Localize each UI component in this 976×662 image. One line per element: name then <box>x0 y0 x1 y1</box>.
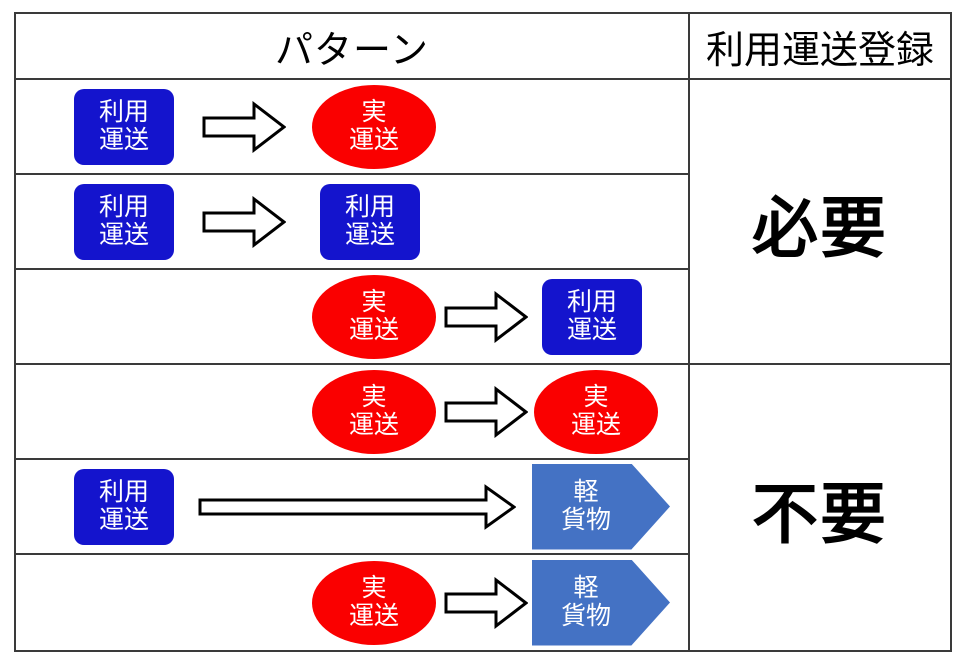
node-jitsu-unso: 実 運送 <box>312 369 436 454</box>
node-label-line2: 運送 <box>348 601 399 630</box>
node-label-line1: 実 <box>361 383 387 411</box>
node-label-line2: 運送 <box>570 410 621 439</box>
node-label-line2: 運送 <box>98 125 149 154</box>
node-label-line1: 利用 <box>98 98 149 126</box>
pattern-table: パターン 利用運送登録 必要 不要 利用 運送 実 運送 利用 運送 <box>14 12 952 652</box>
column-divider <box>688 14 690 650</box>
row-divider-3 <box>16 363 950 365</box>
node-riyo-unso: 利用 運送 <box>320 183 420 260</box>
pattern-row-2: 利用 運送 利用 運送 <box>16 175 688 268</box>
pattern-row-4: 実 運送 実 運送 <box>16 365 688 458</box>
node-jitsu-unso: 実 運送 <box>534 369 658 454</box>
header-pattern-label: パターン <box>274 29 430 72</box>
row-divider-5 <box>16 553 688 555</box>
block-arrow-icon <box>444 385 528 438</box>
block-arrow-icon <box>444 576 528 629</box>
node-label-line2: 運送 <box>98 220 149 249</box>
row-divider-1 <box>16 173 688 175</box>
pattern-row-1: 利用 運送 実 運送 <box>16 80 688 173</box>
node-label-line1: 利用 <box>566 288 617 316</box>
node-label-line1: 利用 <box>344 193 395 221</box>
pattern-row-5: 利用 運送 軽 貨物 <box>16 460 688 553</box>
node-jitsu-unso: 実 運送 <box>312 274 436 359</box>
node-label-line2: 貨物 <box>560 505 611 534</box>
node-label-line2: 運送 <box>566 315 617 344</box>
node-jitsu-unso: 実 運送 <box>312 560 436 645</box>
block-arrow-icon <box>202 195 286 248</box>
node-label-line2: 運送 <box>98 505 149 534</box>
node-label-line1: 軽 <box>573 574 599 602</box>
node-label-line1: 実 <box>361 288 387 316</box>
pattern-row-3: 実 運送 利用 運送 <box>16 270 688 363</box>
verdict-not-required: 不要 <box>752 476 888 551</box>
row-divider-header <box>16 78 950 80</box>
node-jitsu-unso: 実 運送 <box>312 84 436 169</box>
node-label-line1: 利用 <box>98 478 149 506</box>
node-label-line2: 運送 <box>348 410 399 439</box>
pattern-row-6: 実 運送 軽 貨物 <box>16 555 688 650</box>
node-riyo-unso: 利用 運送 <box>74 468 174 545</box>
node-riyo-unso: 利用 運送 <box>74 183 174 260</box>
node-riyo-unso: 利用 運送 <box>542 278 642 355</box>
node-label-line2: 運送 <box>348 125 399 154</box>
block-arrow-icon <box>202 100 286 153</box>
node-label-line2: 運送 <box>348 315 399 344</box>
block-arrow-icon <box>444 290 528 343</box>
row-divider-2 <box>16 268 688 270</box>
verdict-required: 必要 <box>752 190 888 265</box>
node-label-line1: 実 <box>361 98 387 126</box>
node-label-line1: 利用 <box>98 193 149 221</box>
row-divider-4 <box>16 458 688 460</box>
node-label-line2: 貨物 <box>560 601 611 630</box>
block-arrow-long-icon <box>198 483 516 530</box>
node-label-line2: 運送 <box>344 220 395 249</box>
node-label-line1: 実 <box>361 574 387 602</box>
node-riyo-unso: 利用 運送 <box>74 88 174 165</box>
header-registration-label: 利用運送登録 <box>705 29 934 72</box>
node-kei-kamotsu: 軽 貨物 <box>532 559 670 646</box>
node-label-line1: 軽 <box>573 478 599 506</box>
node-kei-kamotsu: 軽 貨物 <box>532 463 670 550</box>
node-label-line1: 実 <box>583 383 609 411</box>
